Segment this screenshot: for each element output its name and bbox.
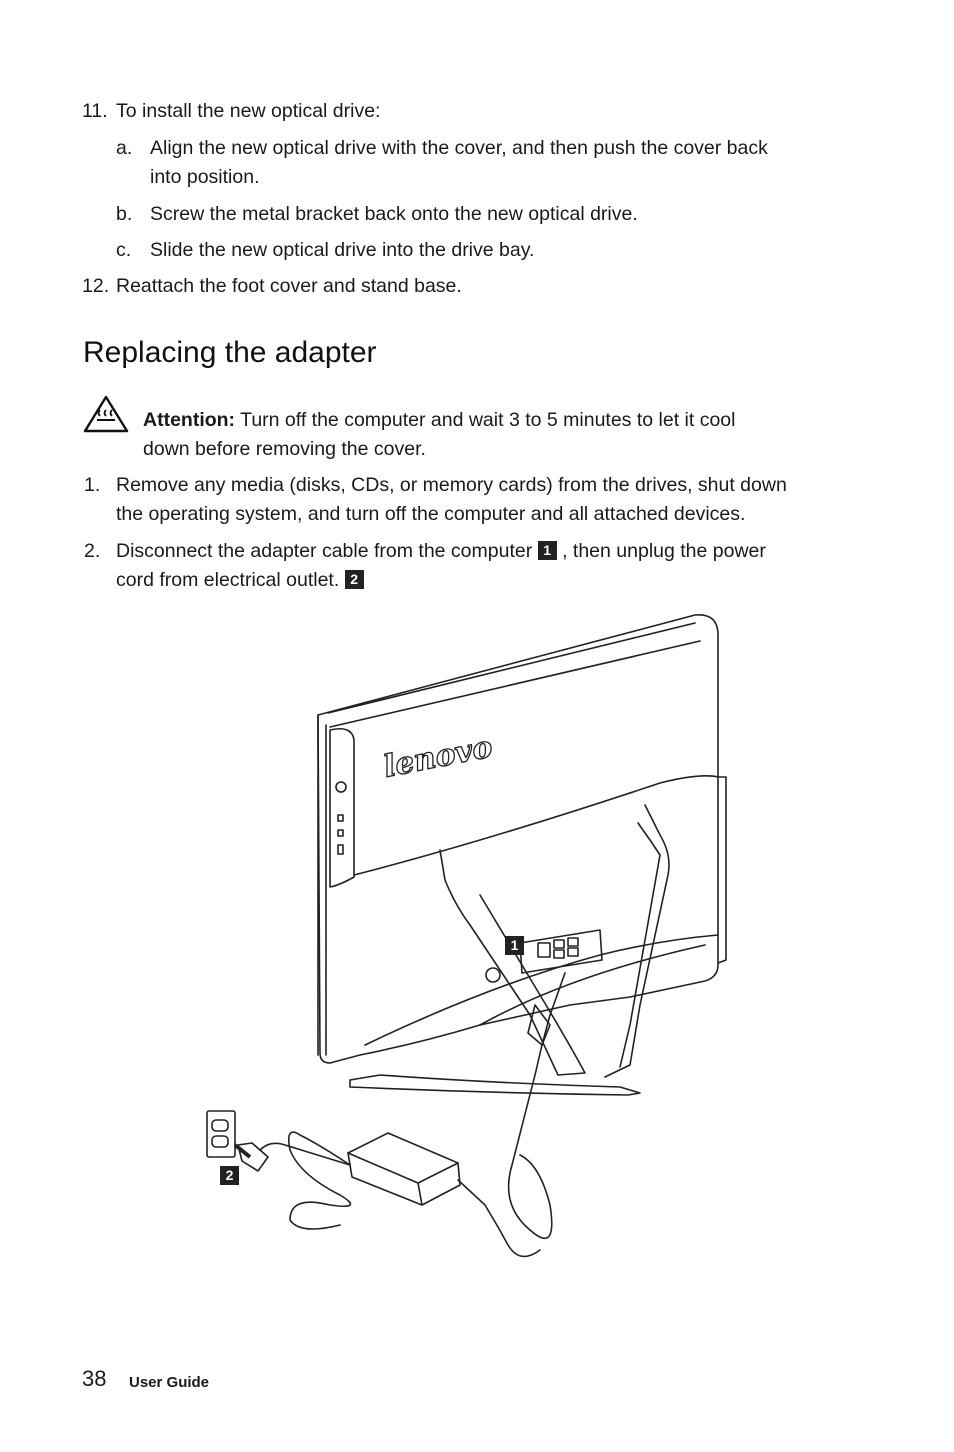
substep-letter: c. <box>116 239 132 261</box>
substep-text: Slide the new optical drive into the dri… <box>150 239 535 261</box>
brand-logo: lenovo <box>381 730 495 785</box>
substep-letter: b. <box>116 203 133 225</box>
substep-text: into position. <box>150 166 260 188</box>
step-text: the operating system, and turn off the c… <box>116 503 746 525</box>
attention-text: Attention: Turn off the computer and wai… <box>143 406 735 435</box>
step-number: 11. <box>82 100 108 122</box>
attention-text-line2: down before removing the cover. <box>143 438 426 460</box>
callout-badge: 1 <box>537 541 557 560</box>
attention-message: Turn off the computer and wait 3 to 5 mi… <box>235 409 736 431</box>
hot-surface-warning-icon <box>83 395 129 433</box>
step-text: Disconnect the adapter cable from the co… <box>116 537 766 566</box>
document-title: User Guide <box>129 1374 210 1391</box>
substep-letter: a. <box>116 137 133 159</box>
step-number: 12. <box>82 275 110 297</box>
callout-badge: 2 <box>344 570 364 589</box>
substep-text: Align the new optical drive with the cov… <box>150 137 768 159</box>
step-text-part: Disconnect the adapter cable from the co… <box>116 540 533 562</box>
step-number: 2. <box>84 540 101 562</box>
step-text: To install the new optical drive: <box>116 100 381 122</box>
step-text: cord from electrical outlet. 2 <box>116 566 364 595</box>
adapter-illustration: lenovo <box>206 614 727 1258</box>
attention-label: Attention: <box>143 409 236 431</box>
step-text: Reattach the foot cover and stand base. <box>116 275 462 297</box>
step-text: Remove any media (disks, CDs, or memory … <box>116 474 787 496</box>
callout-badge: 1 <box>505 936 524 955</box>
step-text-part: , then unplug the power <box>562 540 766 562</box>
step-text-part: cord from electrical outlet. <box>116 569 340 591</box>
callout-badge: 2 <box>220 1166 239 1185</box>
step-number: 1. <box>84 474 101 496</box>
section-heading: Replacing the adapter <box>83 336 377 369</box>
page-number: 38 <box>82 1366 107 1391</box>
substep-text: Screw the metal bracket back onto the ne… <box>150 203 638 225</box>
